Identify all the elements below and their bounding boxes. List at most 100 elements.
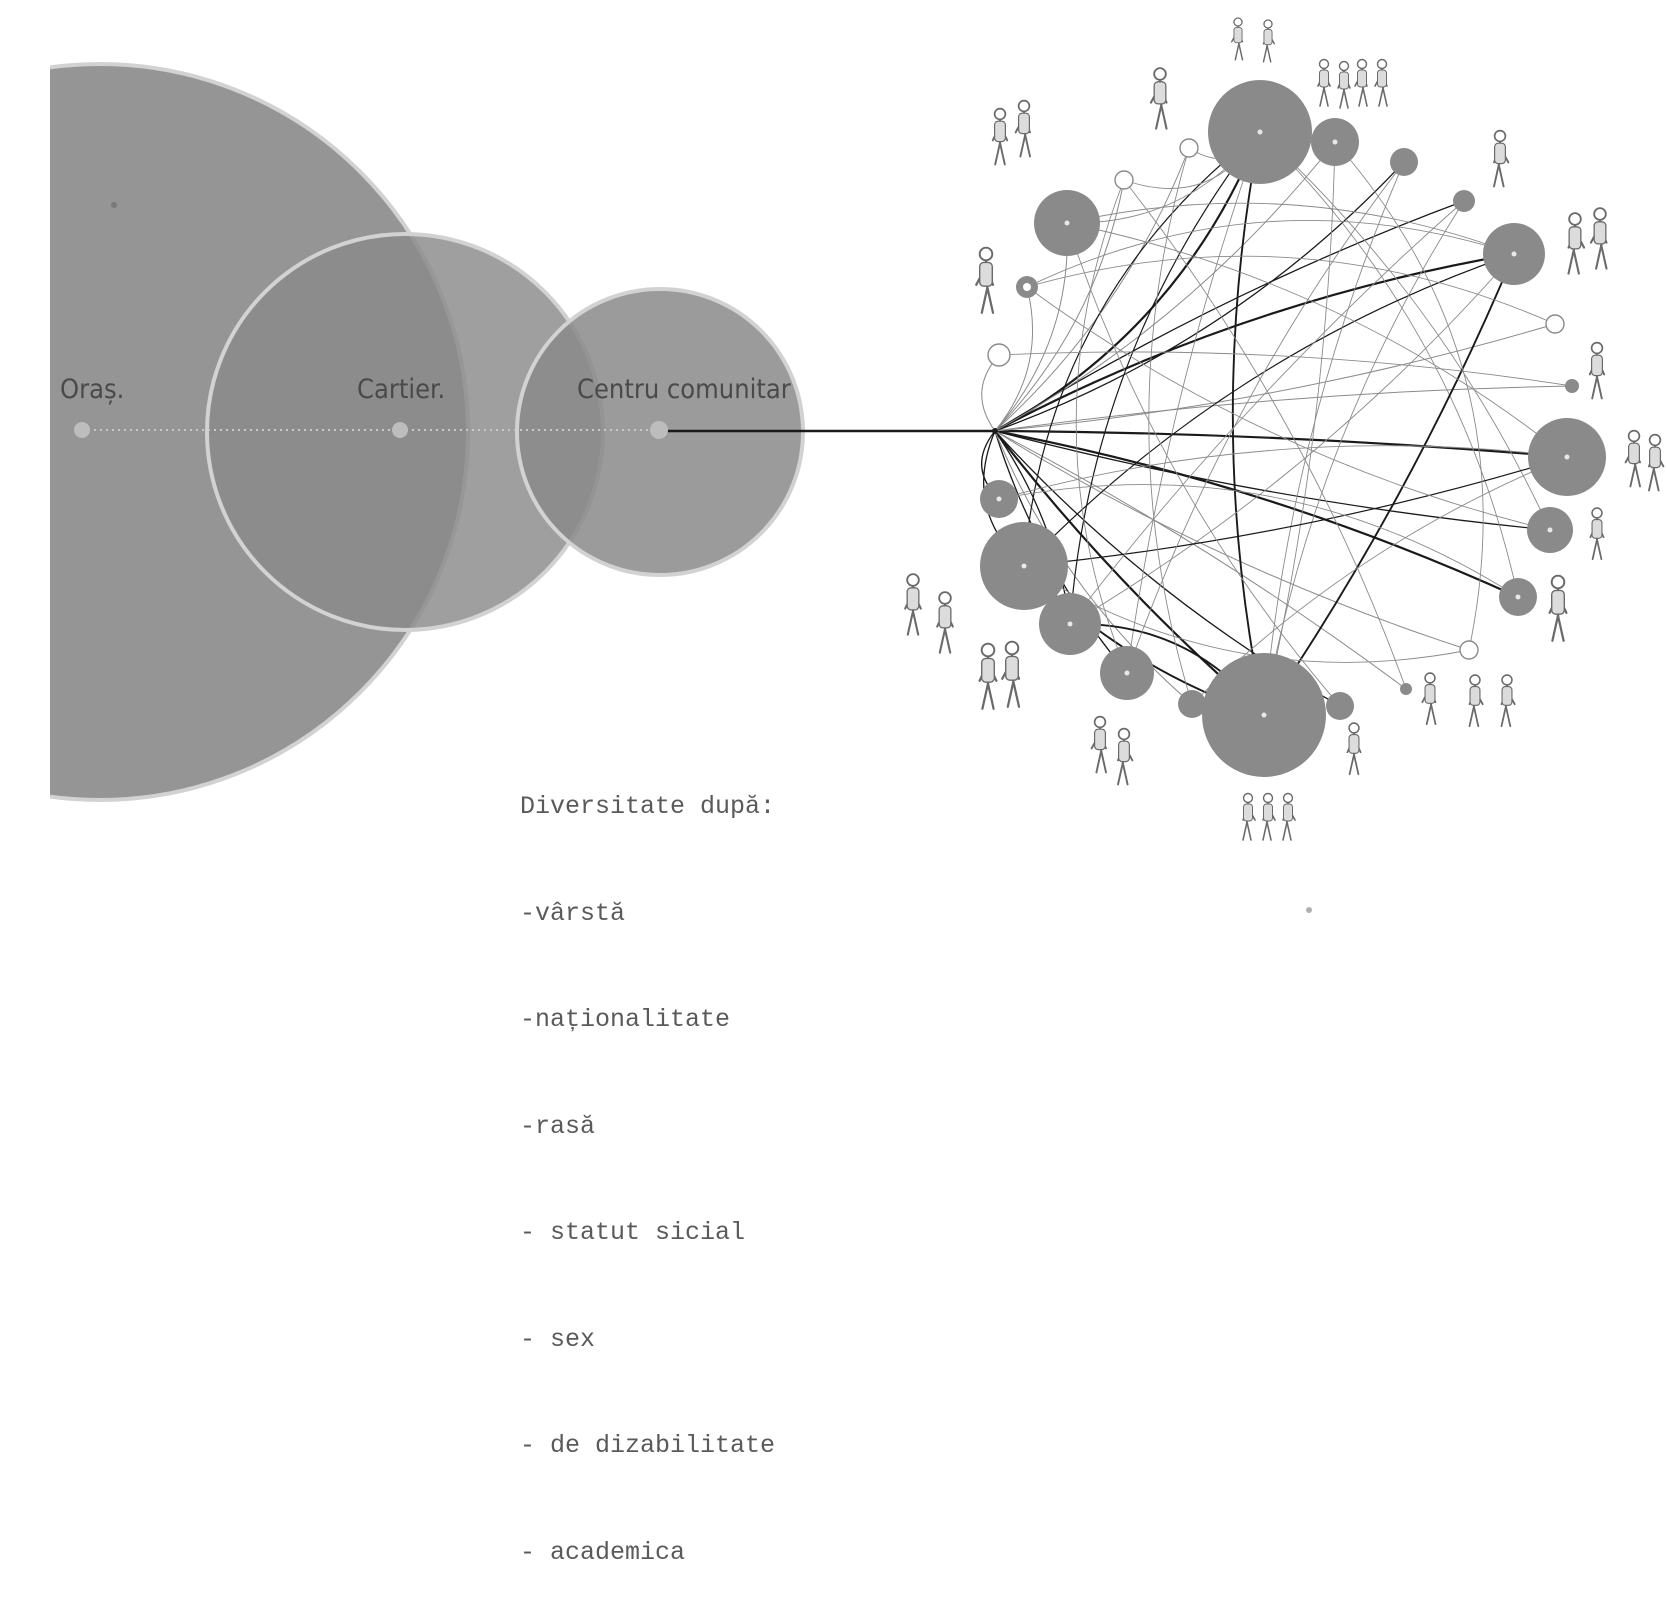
label-centru-comunitar: Centru comunitar: [577, 374, 791, 405]
network-edge-between-nodes: [998, 484, 1519, 598]
network-node-open: [1459, 640, 1479, 660]
network-edge-between-nodes: [1026, 255, 1556, 325]
person-figure-icon: [1374, 58, 1388, 107]
network-edge-between-nodes: [1023, 253, 1515, 567]
person-figure-icon: [1354, 58, 1368, 107]
person-figure-icon: [1117, 727, 1134, 786]
network-edge-between-nodes: [1263, 161, 1405, 716]
network-edge-between-nodes: [1123, 179, 1407, 690]
stray-dot: [1306, 907, 1312, 913]
network-edge-between-nodes: [1075, 179, 1128, 674]
network-edge-between-nodes: [1263, 200, 1465, 716]
person-figure-icon: [1493, 129, 1510, 188]
network-node-center: [1021, 563, 1027, 569]
network-node-center: [1067, 621, 1073, 627]
network-edge-weak: [994, 430, 1407, 690]
person-figure-icon: [975, 246, 995, 314]
network-edge-between-nodes: [998, 351, 1573, 387]
person-figure-icon: [1262, 792, 1276, 841]
person-figure-icon: [1230, 17, 1244, 61]
legend-item: -vârstă: [520, 898, 626, 928]
network-node: [1326, 692, 1354, 720]
network-edge-between-nodes: [1023, 456, 1568, 567]
network-edge-between-nodes: [1066, 202, 1515, 255]
person-figure-icon: [1567, 212, 1586, 275]
network-node: [1390, 148, 1418, 176]
network-edge-between-nodes: [1026, 286, 1551, 531]
network-edge-weak: [994, 430, 1193, 705]
network-edge-strong: [994, 252, 1515, 432]
person-figure-icon: [1149, 67, 1168, 130]
person-figure-icon: [991, 107, 1009, 166]
legend-title: Diversitate după:: [520, 792, 776, 821]
network-edge-between-nodes: [1069, 253, 1515, 625]
person-figure-icon: [1001, 640, 1021, 708]
person-figure-icon: [1589, 207, 1608, 270]
network-node-center: [996, 496, 1002, 502]
network-edge-between-nodes: [1126, 131, 1261, 674]
scale-circles: [50, 62, 805, 802]
network-edge-between-nodes: [1148, 147, 1193, 705]
legend-item: -naționalitate: [520, 1005, 731, 1034]
label-cartier: Cartier.: [357, 374, 445, 405]
people-figures: [904, 17, 1665, 841]
person-figure-icon: [1589, 507, 1605, 561]
network-node: [1453, 190, 1475, 212]
legend-item: - academica: [520, 1537, 686, 1567]
person-figure-icon: [1624, 429, 1641, 488]
label-oras: Oraș.: [60, 374, 124, 405]
person-figure-icon: [1548, 574, 1568, 642]
network-node-center: [1261, 712, 1267, 718]
network-edge-between-nodes: [1066, 222, 1568, 458]
stray-dot: [111, 202, 117, 208]
network-edge-between-nodes: [1263, 253, 1515, 716]
person-figure-icon: [1346, 722, 1362, 776]
network-edge-weak: [994, 147, 1190, 432]
network-node-open: [1179, 138, 1199, 158]
network-edge-between-nodes: [998, 445, 1568, 500]
network-node: [1565, 379, 1579, 393]
person-figure-icon: [1468, 674, 1484, 728]
network-node: [1400, 683, 1412, 695]
city-center-dot: [74, 422, 90, 438]
network-edge-weak: [994, 286, 1033, 432]
network-edge-between-nodes: [1259, 131, 1551, 531]
person-figure-icon: [904, 573, 922, 636]
network-edge-between-nodes: [1259, 131, 1519, 598]
network-node-open: [1545, 314, 1565, 334]
network-edge-weak: [994, 179, 1125, 432]
person-figure-icon: [1648, 433, 1665, 492]
network-edge-between-nodes: [1026, 220, 1515, 288]
network-node-center: [1023, 283, 1031, 291]
diversity-legend: Diversitate după: -vârstă -naționalitate…: [520, 718, 775, 1606]
network-node-open: [1114, 170, 1134, 190]
network-node-center: [1332, 139, 1338, 145]
network-edge-between-nodes: [1069, 131, 1261, 625]
community-center-dot: [650, 421, 668, 439]
network-edge-strong: [994, 429, 1568, 459]
neighborhood-center-dot: [392, 422, 408, 438]
network-node: [1178, 690, 1206, 718]
legend-item: - de dizabilitate: [520, 1431, 776, 1460]
person-figure-icon: [1262, 19, 1276, 63]
legend-item: - sex: [520, 1324, 596, 1354]
person-figure-icon: [936, 591, 954, 654]
community-network-diagram: Oraș. Cartier. Centru comunitar: [50, 17, 1665, 913]
person-figure-icon: [1500, 674, 1516, 728]
person-figure-icon: [1317, 58, 1331, 107]
network-edge-between-nodes: [1023, 131, 1261, 567]
network-node-center: [1515, 594, 1521, 600]
network-node-center: [1257, 129, 1263, 135]
network-node-open: [987, 343, 1011, 367]
network-nodes: [980, 80, 1606, 777]
network-edge: [994, 430, 1551, 531]
legend-item: -rasă: [520, 1111, 596, 1141]
network-edge-strong: [994, 429, 1519, 599]
network-hub: [992, 428, 998, 434]
network-node-center: [1064, 220, 1070, 226]
network-edge-between-nodes: [1126, 161, 1405, 674]
network-edge-weak: [994, 385, 1573, 432]
network-edge-between-nodes: [1334, 141, 1484, 651]
person-figure-icon: [1282, 792, 1296, 841]
network-node-center: [1564, 454, 1570, 460]
